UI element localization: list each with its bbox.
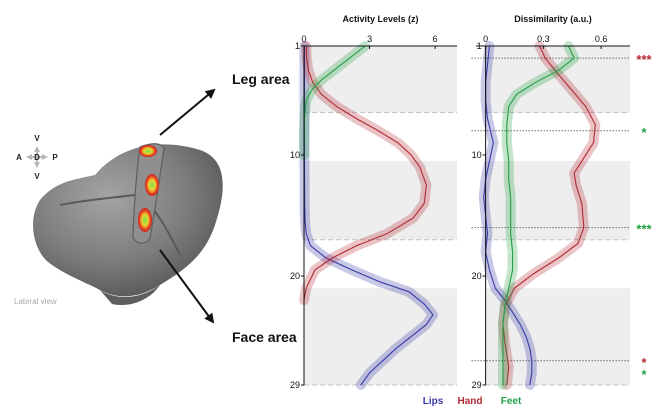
y-tick-label: 29 — [472, 380, 482, 390]
x-tick-label: 0 — [301, 34, 306, 44]
y-tick-label: 10 — [290, 150, 300, 160]
y-tick-label: 10 — [472, 150, 482, 160]
x-tick-label: 3 — [367, 34, 372, 44]
brain-shape — [33, 144, 223, 297]
leg-arrow — [159, 88, 216, 136]
compass-down: V — [34, 172, 40, 181]
chart-title: Activity Levels (z) — [342, 14, 418, 24]
x-tick-label: 6 — [433, 34, 438, 44]
shaded-band — [304, 46, 457, 113]
significance-star: *** — [636, 52, 652, 67]
legend-hand: Hand — [458, 396, 483, 407]
shaded-band — [485, 161, 630, 240]
significance-star: * — [641, 355, 647, 370]
legend: Lips Hand Feet — [423, 396, 522, 407]
shaded-band — [304, 288, 457, 385]
y-tick-label: 20 — [472, 271, 482, 281]
activation-blob — [139, 145, 157, 157]
chart-title: Dissimilarity (a.u.) — [514, 14, 592, 24]
series-line-lips — [303, 46, 434, 386]
face-area-label: Face area — [232, 329, 297, 345]
y-tick-label: 1 — [295, 41, 300, 51]
face-arrow — [159, 249, 215, 324]
significance-star: *** — [636, 222, 652, 237]
activation-blob — [145, 174, 159, 196]
significance-star: * — [641, 367, 647, 382]
y-tick-label: 20 — [290, 271, 300, 281]
compass-arrows-icon — [26, 146, 48, 168]
x-tick-label: 0 — [483, 34, 488, 44]
shaded-band — [304, 161, 457, 240]
y-tick-label: 1 — [477, 41, 482, 51]
x-tick-label: 0.3 — [537, 34, 550, 44]
series-line-hand — [303, 45, 427, 301]
series-line-feet — [502, 45, 575, 385]
legend-feet: Feet — [501, 396, 522, 407]
compass-right: P — [52, 153, 58, 162]
activity-levels-chart: 0 3 6 1 10 20 29 Activity Levels (z) — [290, 14, 457, 390]
shaded-band — [485, 288, 630, 385]
view-label: Lateral view — [14, 297, 57, 306]
compass-up: V — [34, 134, 40, 143]
compass-center: D — [34, 153, 40, 162]
brain-sulcus — [59, 194, 136, 206]
brain-panel: Leg area Face area Lateral view V V A P … — [14, 71, 297, 345]
compass-left: A — [16, 153, 22, 162]
x-tick-label: 0.6 — [595, 34, 608, 44]
leg-area-label: Leg area — [232, 71, 290, 87]
significance-star: * — [641, 125, 647, 140]
series-line-lips — [483, 45, 533, 386]
legend-lips: Lips — [423, 396, 444, 407]
y-tick-label: 29 — [290, 380, 300, 390]
brain-temporal — [100, 285, 160, 306]
shaded-band — [485, 46, 630, 113]
activation-blob — [138, 208, 152, 232]
compass: V V A P D — [16, 134, 58, 181]
